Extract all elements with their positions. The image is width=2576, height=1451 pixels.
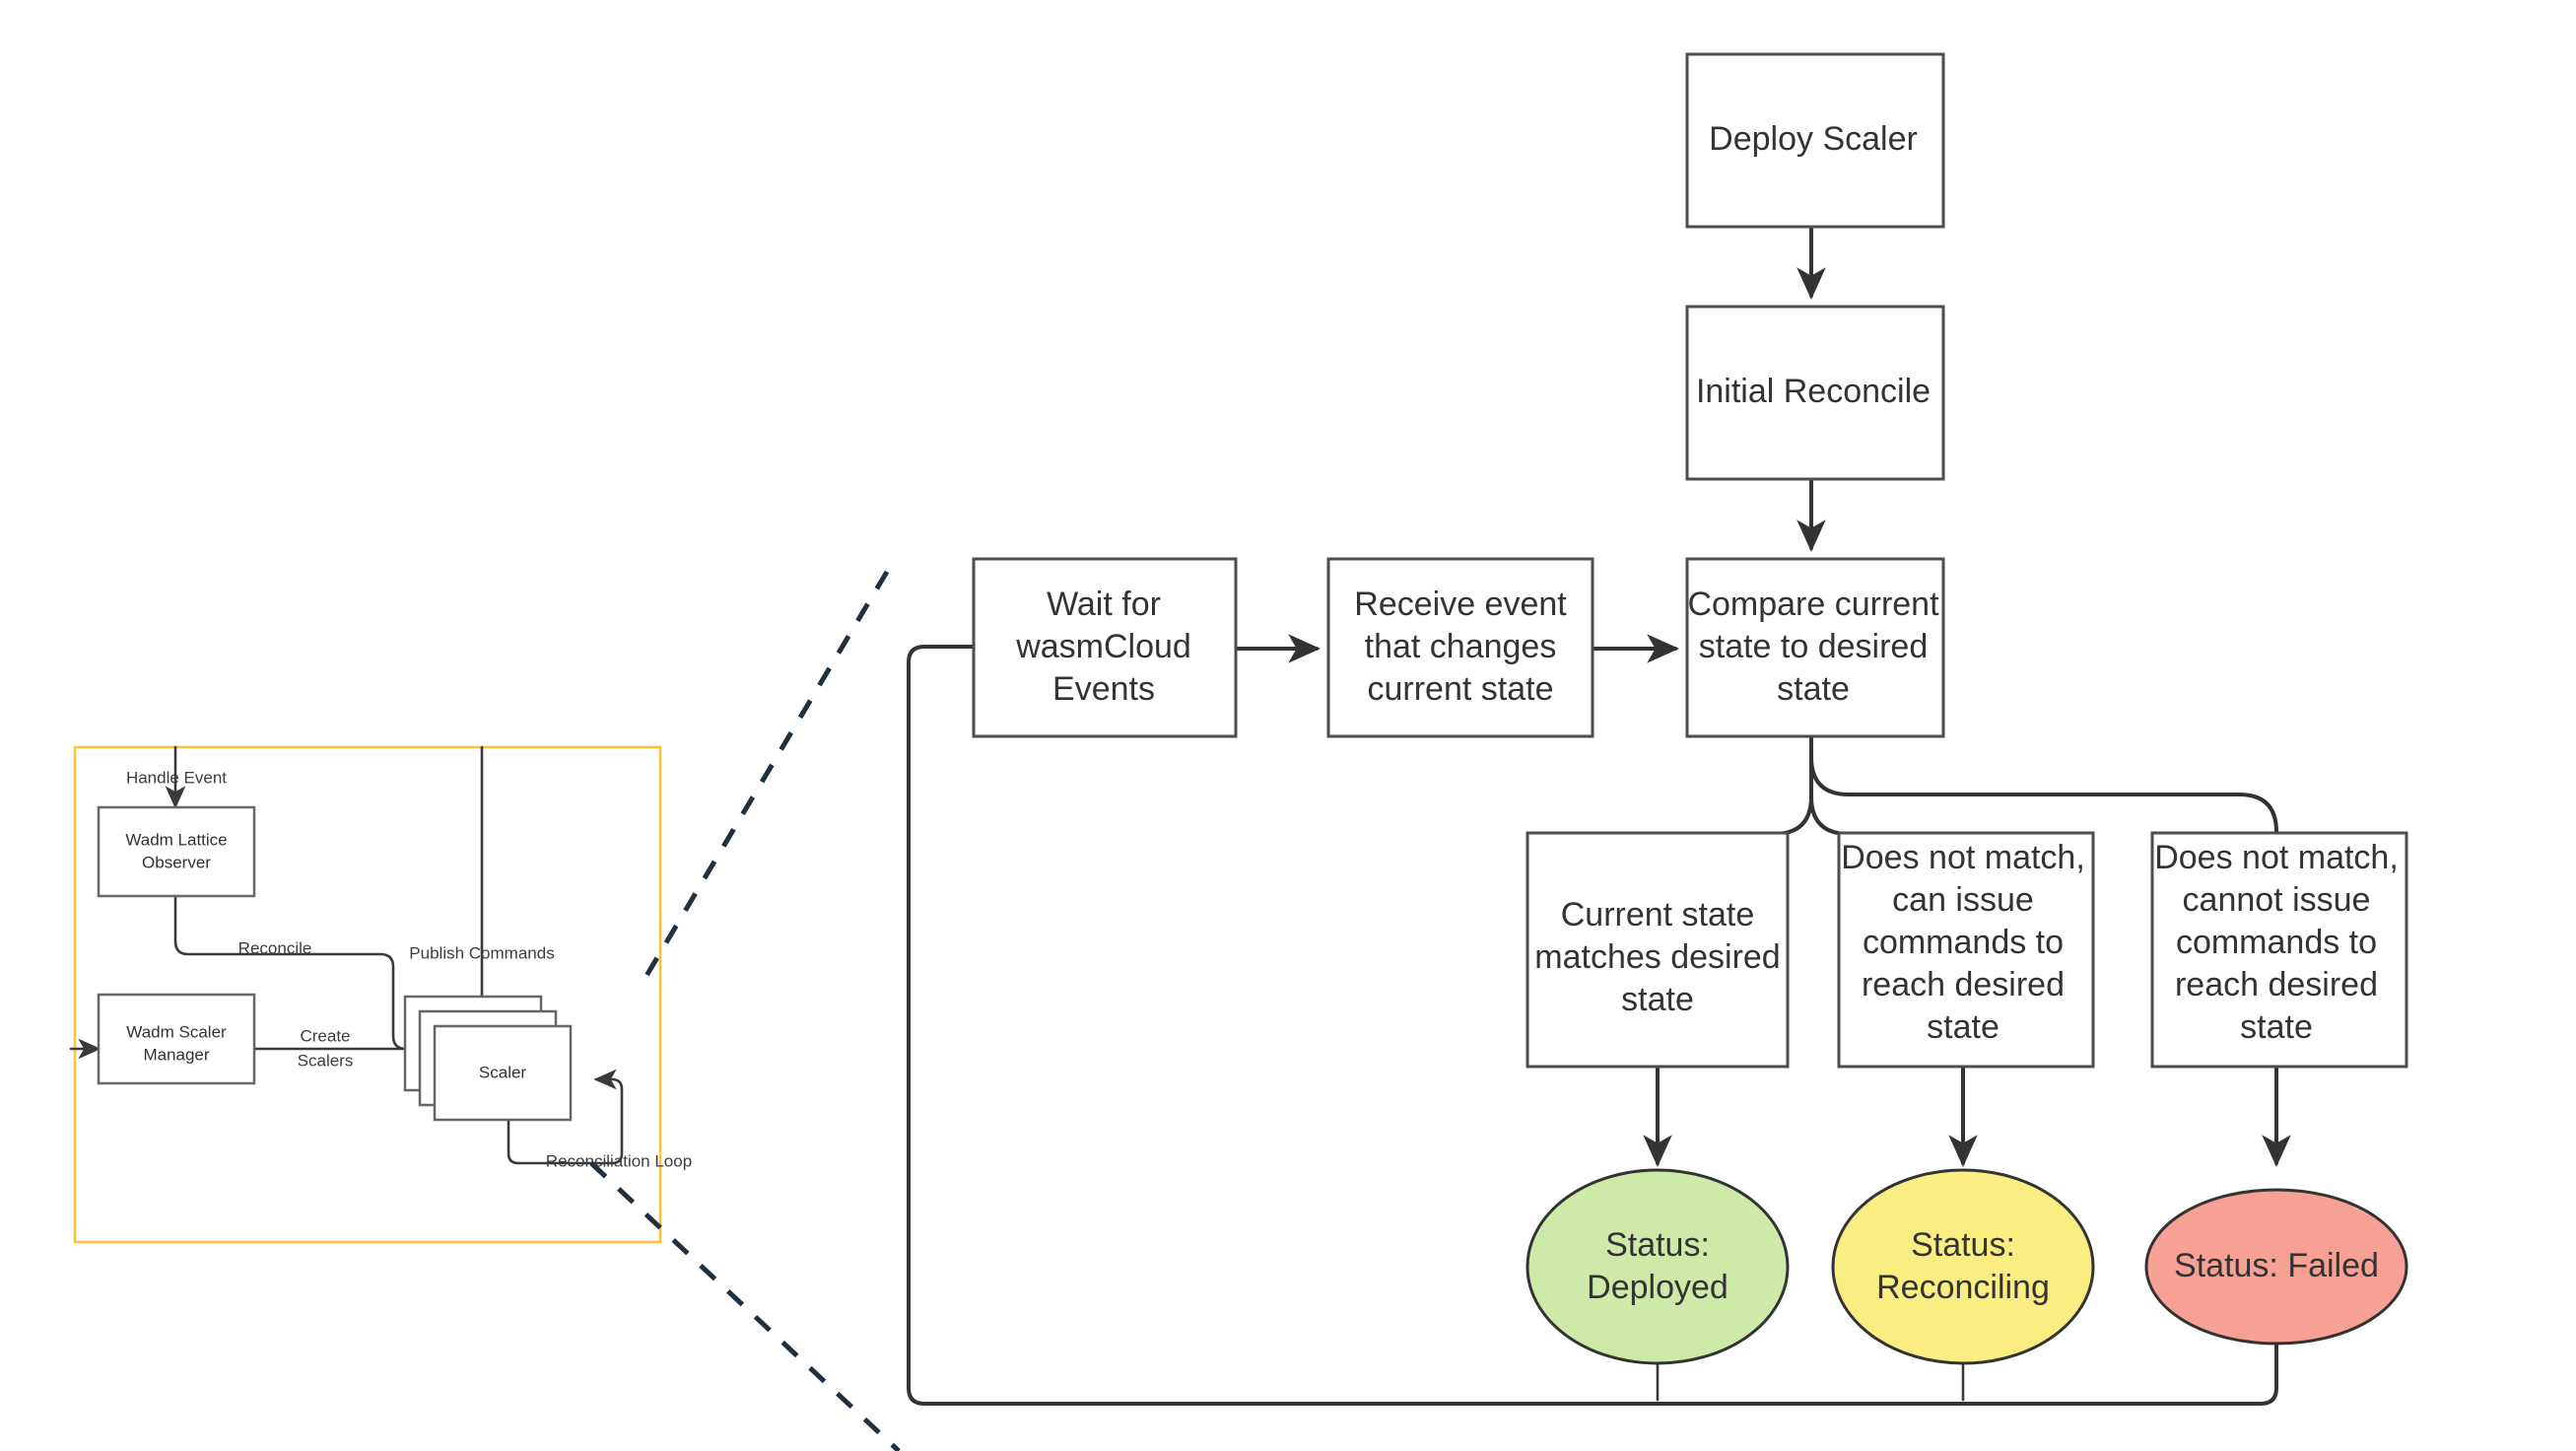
- node-cannot-issue-line4: reach desired: [2175, 966, 2378, 1003]
- status-failed-label: Status: Failed: [2174, 1247, 2379, 1284]
- node-receive-event[interactable]: [1326, 557, 1594, 738]
- node-wait-for-events-line3: Events: [1052, 670, 1155, 708]
- node-state-matches-line3: state: [1621, 981, 1694, 1018]
- node-wait-for-events[interactable]: [972, 557, 1238, 738]
- node-can-issue-line3: commands to: [1863, 924, 2064, 961]
- node-wadm-scaler-manager-line1: Wadm Scaler: [126, 1022, 227, 1041]
- edge-label-reconciliation-loop: Reconciliation Loop: [546, 1151, 692, 1170]
- left-panel-group-frame: [73, 745, 662, 1244]
- edge-compare-to-cannot-issue: [1809, 755, 2291, 904]
- edge-label-create-scalers-line1: Create: [300, 1026, 350, 1045]
- node-wadm-lattice-observer-line1: Wadm Lattice: [125, 830, 227, 849]
- node-state-matches[interactable]: [1525, 831, 1790, 1069]
- node-wadm-scaler-manager[interactable]: [97, 993, 256, 1085]
- edge-reconcile: [173, 893, 429, 1060]
- node-cannot-issue-line3: commands to: [2176, 924, 2377, 961]
- edge-loopback-to-wait: [907, 632, 2278, 1406]
- status-reconciling-line2: Reconciling: [1876, 1269, 2050, 1306]
- node-wadm-lattice-observer-line2: Observer: [142, 853, 211, 871]
- node-can-issue-line5: state: [1927, 1008, 2000, 1046]
- node-compare-state-line1: Compare current: [1687, 586, 1939, 623]
- node-receive-event-line3: current state: [1368, 670, 1554, 708]
- node-can-issue-commands[interactable]: [1837, 831, 2095, 1069]
- node-wait-for-events-line2: wasmCloud: [1015, 628, 1191, 665]
- edge-label-create-scalers-line2: Scalers: [298, 1051, 354, 1070]
- node-wait-for-events-line1: Wait for: [1047, 586, 1161, 623]
- node-can-issue-line4: reach desired: [1862, 966, 2065, 1003]
- status-badge-reconciling[interactable]: [1831, 1168, 2095, 1365]
- node-compare-state-line2: state to desired: [1699, 628, 1928, 665]
- node-compare-state-line3: state: [1777, 670, 1850, 708]
- node-deploy-scaler-label: Deploy Scaler: [1709, 120, 1918, 158]
- edge-label-publish-commands: Publish Commands: [409, 943, 554, 962]
- status-badge-deployed[interactable]: [1525, 1168, 1790, 1365]
- edge-label-handle-event: Handle Event: [126, 768, 227, 787]
- node-cannot-issue-commands[interactable]: [2150, 831, 2408, 1069]
- status-deployed-line2: Deployed: [1587, 1269, 1729, 1306]
- node-cannot-issue-line5: state: [2240, 1008, 2313, 1046]
- node-can-issue-line1: Does not match,: [1841, 839, 2085, 876]
- status-deployed-line1: Status:: [1605, 1226, 1710, 1264]
- node-initial-reconcile[interactable]: [1685, 305, 1945, 481]
- node-wadm-lattice-observer[interactable]: [97, 805, 256, 898]
- node-deploy-scaler[interactable]: [1685, 52, 1945, 229]
- node-compare-state[interactable]: [1685, 557, 1945, 738]
- node-state-matches-line1: Current state: [1561, 896, 1755, 933]
- zoom-connector-top-dashed-line: [638, 570, 890, 988]
- edge-reconciliation-loop: [507, 1069, 624, 1165]
- edge-label-reconcile: Reconcile: [238, 938, 312, 957]
- node-receive-event-line2: that changes: [1365, 628, 1557, 665]
- status-reconciling-line1: Status:: [1911, 1226, 2015, 1264]
- node-cannot-issue-line1: Does not match,: [2154, 839, 2399, 876]
- node-cannot-issue-line2: cannot issue: [2183, 881, 2371, 919]
- node-state-matches-line2: matches desired: [1534, 938, 1780, 976]
- node-initial-reconcile-label: Initial Reconcile: [1696, 373, 1931, 410]
- zoom-connector-bottom-dashed-line: [589, 1161, 901, 1451]
- node-scaler-stack-front[interactable]: [433, 1024, 573, 1122]
- node-scaler-label: Scaler: [479, 1063, 527, 1081]
- node-wadm-scaler-manager-line2: Manager: [143, 1045, 209, 1064]
- node-receive-event-line1: Receive event: [1354, 586, 1567, 623]
- status-badge-failed[interactable]: [2144, 1188, 2408, 1346]
- node-can-issue-line2: can issue: [1892, 881, 2034, 919]
